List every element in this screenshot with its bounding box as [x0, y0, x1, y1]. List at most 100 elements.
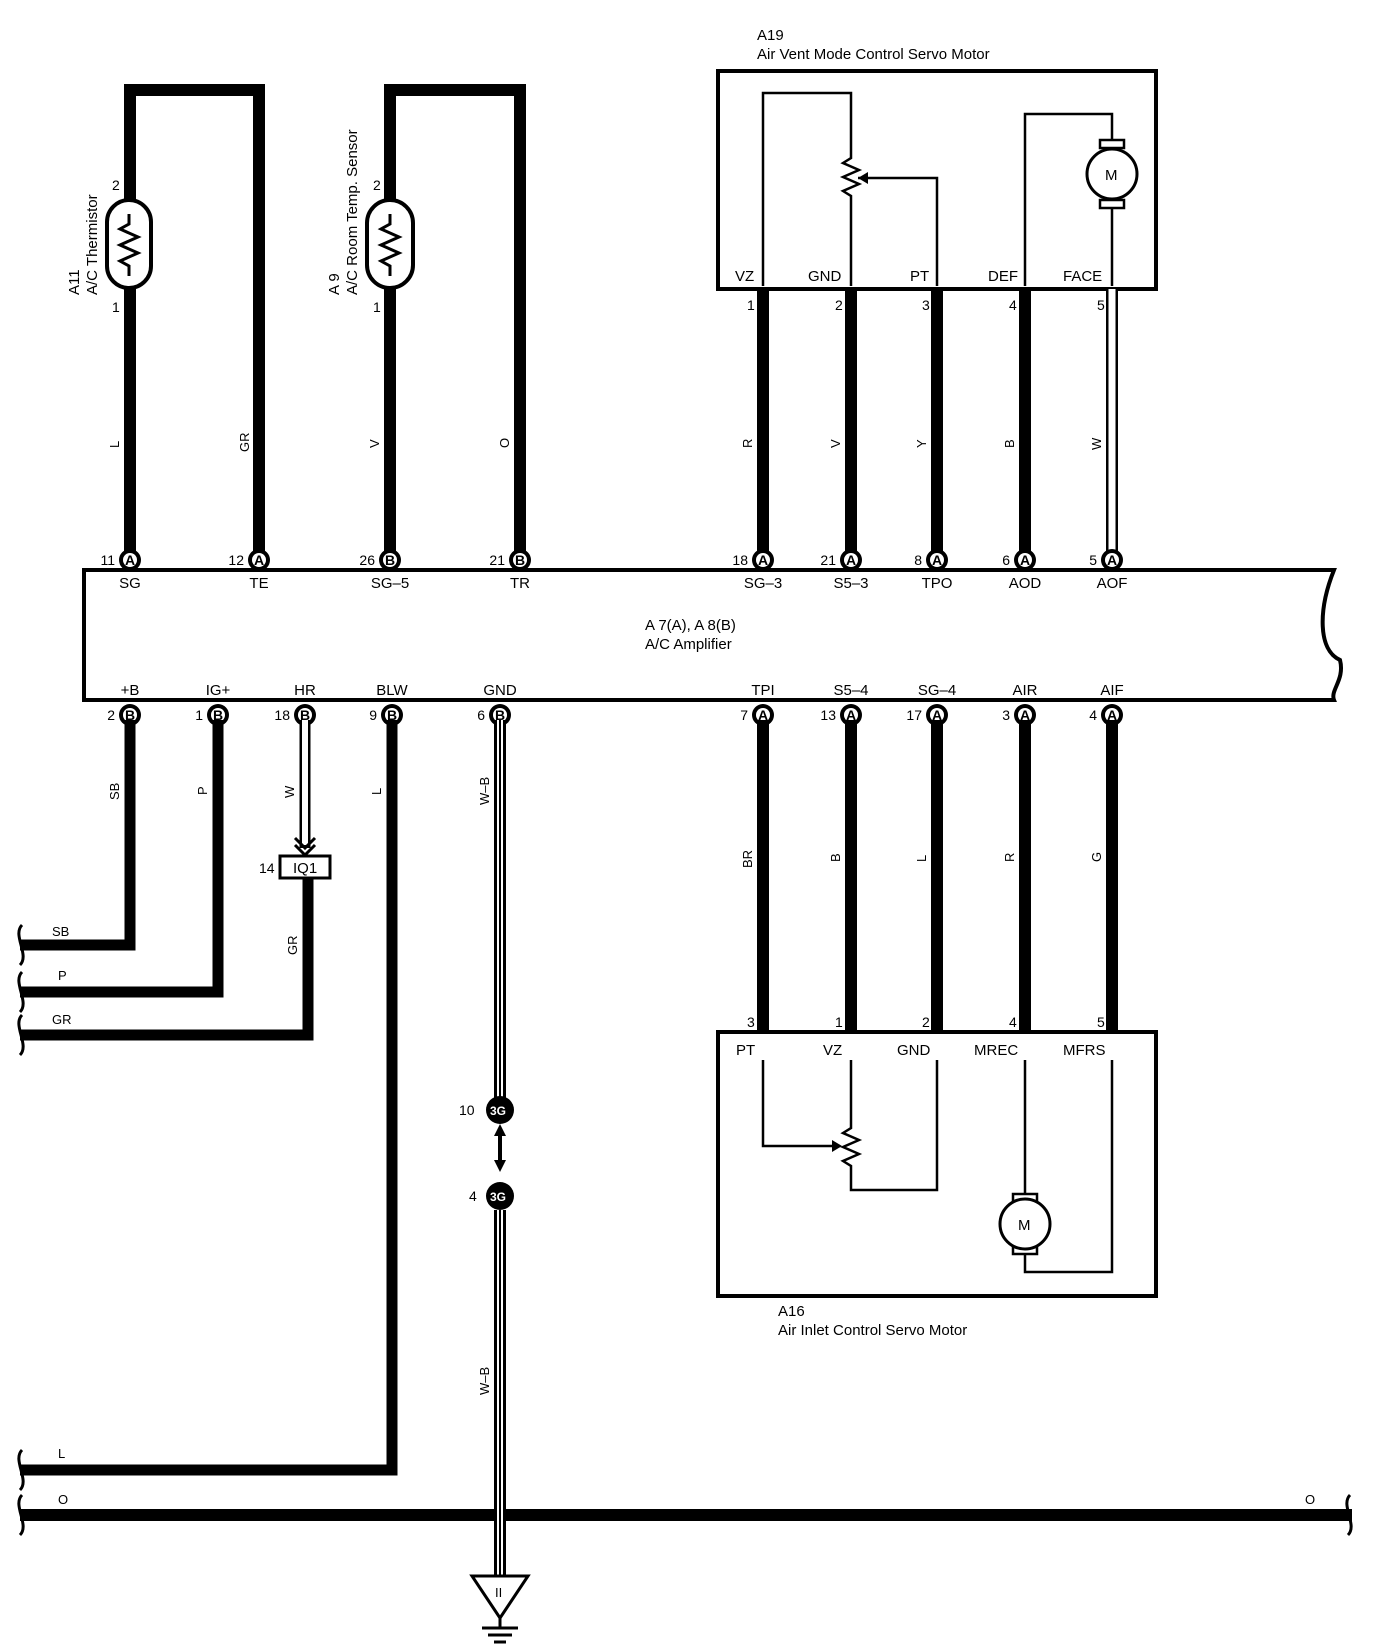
top-connector-inner — [930, 553, 944, 567]
top-connector-letter: B — [385, 552, 395, 568]
bottom-terminal-name: AIR — [1012, 682, 1037, 699]
bottom-terminal-name: HR — [294, 682, 316, 699]
amplifier-box — [82, 568, 1344, 702]
vent-pin-2: 2 — [835, 297, 843, 313]
top-connector-pin: 26 — [359, 552, 375, 568]
bottom-connector-letter: A — [758, 707, 768, 723]
inlet-potentiometer-icon — [839, 1120, 863, 1174]
top-connector-letter: B — [515, 552, 525, 568]
bottom-connector-letter: B — [387, 707, 397, 723]
bottom-connector-pin: 1 — [195, 707, 203, 723]
top-connector-letter: A — [254, 552, 264, 568]
vent-motor-icon: M — [1085, 138, 1139, 210]
bottom-connector-letter: B — [213, 707, 223, 723]
inlet-motor-name: Air Inlet Control Servo Motor — [778, 1322, 967, 1339]
room-sensor-body — [365, 198, 415, 290]
inlet-motor-wires: BR B L R G — [740, 720, 1118, 1030]
top-connector-inner — [123, 553, 137, 567]
wire-label-l-bottom: L — [914, 855, 929, 862]
bottom-connector-letter: B — [495, 707, 505, 723]
bottom-connector-letter: B — [125, 707, 135, 723]
wire-label-p-vert: P — [195, 786, 210, 795]
top-connector-pin: 8 — [914, 552, 922, 568]
top-connector-inner — [756, 553, 770, 567]
top-connector-letter: A — [1020, 552, 1030, 568]
top-terminal-name: TE — [249, 575, 268, 592]
iq1-label: IQ1 — [293, 860, 317, 877]
ground-circuit: 3G 10 3G 4 W–B W–B II — [459, 720, 531, 1644]
wire-label-gr: GR — [237, 433, 252, 453]
vent-term-pt: PT — [910, 268, 929, 285]
top-terminal-name: SG–5 — [371, 575, 409, 592]
top-connector-pin: 6 — [1002, 552, 1010, 568]
thermistor-body — [105, 198, 153, 290]
bottom-connector-pin: 4 — [1089, 707, 1097, 723]
amplifier-id: A 7(A), A 8(B) — [645, 617, 736, 634]
bottom-terminal-name: +B — [121, 682, 140, 699]
bottom-connector-inner — [385, 708, 399, 722]
wire-label-b-top: B — [1002, 439, 1017, 448]
thermistor-name: A/C Thermistor — [84, 194, 101, 295]
room-sensor-circuit: 2 1 A 9 A/C Room Temp. Sensor V O — [326, 84, 526, 555]
top-terminal-name: TR — [510, 575, 530, 592]
left-wire-gr: GR — [52, 1012, 72, 1027]
bottom-connector-inner — [844, 708, 858, 722]
left-wire-o: O — [58, 1492, 68, 1507]
bottom-terminal-name: SG–4 — [918, 682, 956, 699]
vent-term-def: DEF — [988, 268, 1018, 285]
vent-motor-name: Air Vent Mode Control Servo Motor — [757, 46, 990, 63]
top-connector-inner — [383, 553, 397, 567]
thermistor-pin-bottom: 1 — [112, 299, 120, 315]
top-connector-pin: 21 — [489, 552, 505, 568]
top-terminal-name: SG — [119, 575, 141, 592]
top-connector-inner — [513, 553, 527, 567]
bottom-connector-inner — [756, 708, 770, 722]
inlet-pin-2: 2 — [922, 1014, 930, 1030]
bottom-terminal-name: IG+ — [206, 682, 231, 699]
left-wire-l: L — [58, 1446, 65, 1461]
room-sensor-resistor-icon — [377, 214, 403, 276]
ground-connector-10 — [486, 1096, 514, 1124]
bottom-connector-inner — [298, 708, 312, 722]
top-connector-inner — [252, 553, 266, 567]
bottom-connector-pin: 18 — [274, 707, 290, 723]
top-terminal-name: TPO — [922, 575, 953, 592]
vent-motor-id: A19 — [757, 27, 784, 44]
inlet-motor-id: A16 — [778, 1303, 805, 1320]
amplifier-name: A/C Amplifier — [645, 636, 732, 653]
thermistor-id: A11 — [66, 269, 83, 295]
bottom-terminal-name: S5–4 — [833, 682, 868, 699]
inlet-motor: PT VZ GND MREC MFRS 3 1 2 4 5 M A16 Air … — [716, 1014, 1158, 1339]
bottom-terminal-name: BLW — [376, 682, 408, 699]
vent-pin-5: 5 — [1097, 297, 1105, 313]
break-mark-left — [17, 923, 25, 1537]
top-connector-letter: A — [846, 552, 856, 568]
top-connector-letter: A — [932, 552, 942, 568]
wire-label-r-bottom: R — [1002, 853, 1017, 862]
wire-label-br-bottom: BR — [740, 850, 755, 868]
bottom-terminal-name: TPI — [751, 682, 774, 699]
wire-label-w-top: W — [1089, 437, 1104, 450]
top-terminal-name: SG–3 — [744, 575, 782, 592]
ground-connector-10-pin: 10 — [459, 1102, 475, 1118]
top-connector-pin: 5 — [1089, 552, 1097, 568]
thermistor-resistor-icon — [116, 214, 142, 276]
bottom-connector-pin: 2 — [107, 707, 115, 723]
wire-label-o: O — [497, 438, 512, 448]
top-terminal-name: AOD — [1009, 575, 1042, 592]
inlet-term-gnd: GND — [897, 1042, 931, 1059]
thermistor-pin-top: 2 — [112, 177, 120, 193]
bottom-connector-inner — [211, 708, 225, 722]
wire-label-wb-lower: W–B — [477, 1367, 492, 1395]
inlet-term-mrec: MREC — [974, 1042, 1018, 1059]
iq1-pin: 14 — [259, 860, 275, 876]
vent-pin-3: 3 — [922, 297, 930, 313]
ground-symbol-label: II — [495, 1585, 502, 1600]
wire-label-w-vert: W — [282, 785, 297, 798]
svg-text:M: M — [1105, 167, 1118, 184]
vent-potentiometer-icon — [839, 148, 863, 206]
bottom-connector-pin: 9 — [369, 707, 377, 723]
ground-connector-4 — [486, 1182, 514, 1210]
vent-pin-4: 4 — [1009, 297, 1017, 313]
